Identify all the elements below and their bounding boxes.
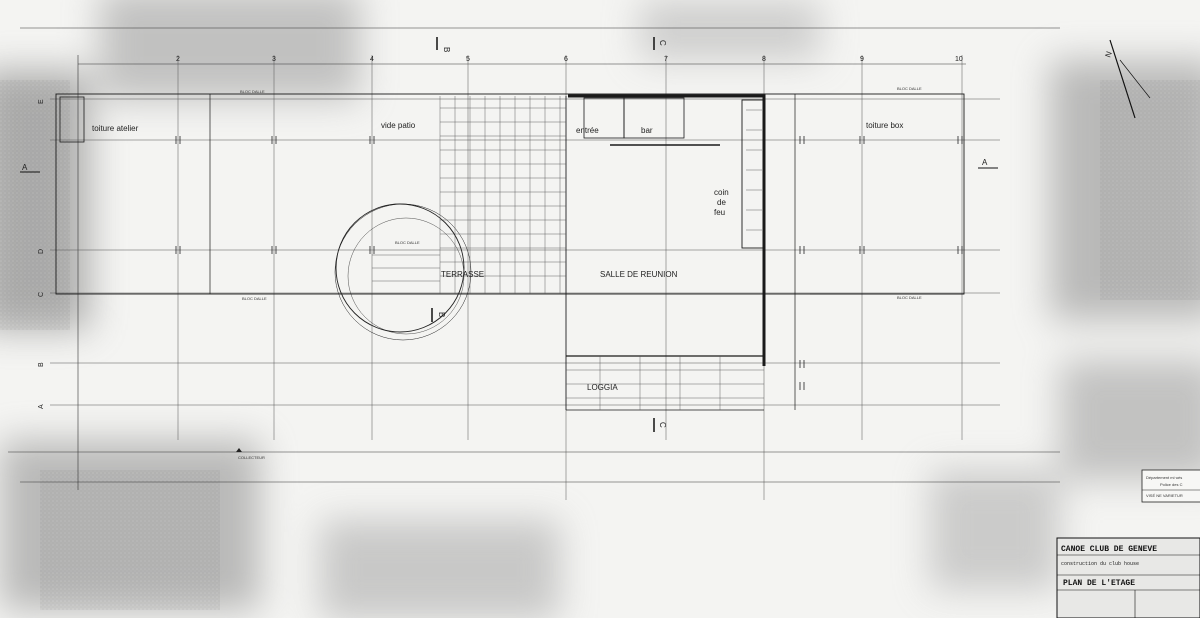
section-marker-b-bottom: B [437,312,446,317]
grid-row-label: A [38,404,45,409]
section-marker-a-right: A [982,158,988,167]
title-client: CANOE CLUB DE GENEVE [1061,545,1157,554]
grid-col-label: 9 [860,56,864,63]
grid-row-label: B [38,362,45,367]
title-block: CANOE CLUB DE GENEVE construction du clu… [1056,537,1200,618]
room-label-feu: feu [714,208,725,217]
grid-col-label: 4 [370,56,374,63]
note-bloc-dalle: BLOC DALLE [395,240,420,245]
grid-col-label: 2 [176,56,180,63]
stamp-line-3: VISÉ NE VARIETUR [1146,493,1183,498]
grid-row-label: E [38,99,45,104]
grid-col-label: 8 [762,56,766,63]
note-bloc-dalle: BLOC DALLE [897,295,922,300]
stamp-line-2: Police des C [1160,482,1183,487]
section-marker-c-bottom: C [658,422,667,428]
section-marker-c-top: C [658,40,667,46]
plan-notes: BLOC DALLE BLOC DALLE BLOC DALLE BLOC DA… [236,86,922,460]
section-marker-b-top: B [442,47,451,52]
column-markers [175,136,963,390]
room-label-vide-patio: vide patio [381,121,416,130]
grid-row-labels: E D C B A [38,99,45,409]
section-marker-a-left: A [22,163,28,172]
note-bloc-dalle: BLOC DALLE [240,89,265,94]
approval-stamp: Département mi·ués Police des C VISÉ NE … [1141,469,1200,503]
terrace-circle [334,203,472,341]
north-arrow: N [1103,39,1151,119]
room-labels: toiture atelier vide patio entrée bar co… [92,121,903,392]
photocopy-grain [0,80,1200,610]
grid-col-label: 7 [664,56,668,63]
structural-grid [50,55,1000,500]
room-label-de: de [717,198,726,207]
grid-col-label: 5 [466,56,470,63]
room-label-entree: entrée [576,126,599,135]
note-collecteur: COLLECTEUR [238,455,265,460]
building-outline [55,93,965,411]
grid-col-label: 10 [955,56,963,63]
dimension-lines [8,27,1060,490]
grid-column-labels: 2 3 4 5 6 7 8 9 10 [176,56,963,63]
grid-col-label: 6 [564,56,568,63]
note-bloc-dalle: BLOC DALLE [242,296,267,301]
grid-row-label: D [38,249,45,254]
grid-row-label: C [38,292,45,297]
grid-col-label: 3 [272,56,276,63]
north-label: N [1103,50,1114,59]
terrace-hatch [372,96,764,410]
title-drawing: PLAN DE L'ETAGE [1063,579,1135,588]
stamp-line-1: Département mi·ués [1146,475,1182,480]
room-label-toiture-atelier: toiture atelier [92,124,139,133]
title-project: construction du club house [1061,561,1139,567]
section-markers: A A B B C C [20,37,998,432]
room-label-coin: coin [714,188,729,197]
room-label-bar: bar [641,126,653,135]
room-label-terrasse: TERRASSE [441,270,484,279]
note-bloc-dalle: BLOC DALLE [897,86,922,91]
room-label-loggia: LOGGIA [587,383,618,392]
room-label-toiture-box: toiture box [866,121,903,130]
room-label-salle: SALLE DE REUNION [600,270,678,279]
